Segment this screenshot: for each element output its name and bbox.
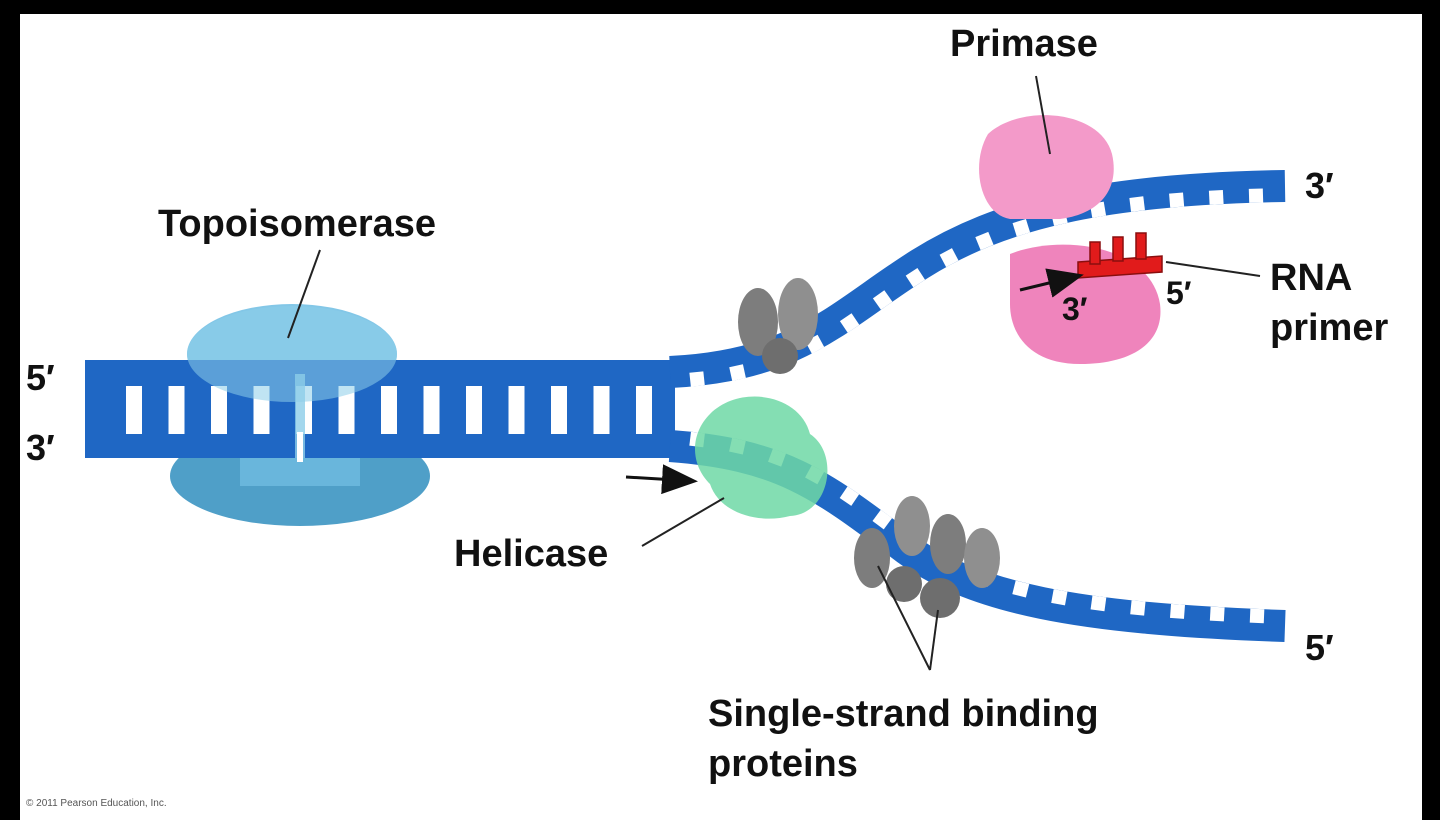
ssb-label-line1: Single-strand binding [708, 693, 1099, 735]
base-pair-rung [168, 386, 185, 434]
ssb-proteins-top [738, 278, 818, 374]
topoisomerase-label: Topoisomerase [158, 203, 436, 245]
topoisomerase-leader [287, 249, 321, 339]
ssb-proteins-bottom [854, 496, 1000, 618]
helicase-leader [641, 497, 725, 547]
base-pair-rung [551, 386, 567, 434]
helicase-label: Helicase [454, 533, 608, 575]
single-strand-rung [1012, 218, 1031, 237]
ssb-label-line2: proteins [708, 743, 858, 785]
single-strand-rung [1169, 192, 1185, 208]
left-top-end-label: 5′ [26, 357, 55, 398]
left-bottom-end-label: 3′ [26, 427, 55, 468]
single-strand-rung [939, 248, 959, 268]
base-pair-rung [636, 386, 652, 434]
base-pair-rung [466, 386, 482, 434]
single-strand-rung [729, 364, 746, 381]
right-top-end-label: 3′ [1305, 165, 1334, 206]
single-strand-rung [1129, 196, 1145, 212]
single-strand-rung [1090, 595, 1107, 612]
single-strand-rung [1208, 189, 1224, 205]
single-strand-rung [975, 231, 994, 251]
single-strand-rung [872, 290, 893, 310]
base-pair-rung [381, 386, 397, 434]
primer-5-end-label: 5′ [1166, 275, 1192, 311]
base-pair-rung [126, 386, 142, 434]
helicase-protein [695, 396, 828, 519]
copyright-notice: © 2011 Pearson Education, Inc. [26, 798, 167, 809]
single-strand-rung [1130, 600, 1146, 616]
topoisomerase-front [187, 306, 397, 462]
primase-leader [1035, 75, 1051, 155]
primer-synthesis-arrow [1019, 268, 1084, 298]
ssb-leader-1 [877, 565, 931, 671]
rna-primer [1077, 232, 1163, 279]
single-strand-rung [839, 313, 860, 333]
base-pair-rung [508, 386, 525, 434]
single-strand-rung [689, 371, 705, 387]
diagram-canvas: Topoisomerase Primase Helicase RNA prime… [20, 14, 1422, 820]
base-pair-rung [338, 386, 355, 434]
single-strand-rung [1249, 608, 1265, 624]
single-strand-rung [1248, 188, 1264, 203]
right-bottom-end-label: 5′ [1305, 627, 1334, 668]
primer-3-end-label: 3′ [1062, 291, 1088, 327]
rna-primer-leader [1165, 261, 1261, 277]
ssb-leader-2 [929, 609, 939, 671]
base-pair-rung [423, 386, 440, 434]
leader-lines [287, 75, 1261, 671]
single-strand-rung [872, 509, 893, 530]
single-strand-rung [1169, 603, 1185, 619]
dna-replication-diagram: Topoisomerase Primase Helicase RNA prime… [26, 23, 1388, 809]
base-pair-rung [211, 386, 227, 434]
rna-primer-label-line1: RNA [1270, 257, 1352, 299]
single-strand-rung [839, 486, 860, 506]
single-strand-rung [1209, 606, 1225, 622]
single-strand-rung [1051, 589, 1068, 606]
primase-label: Primase [950, 23, 1098, 65]
single-strand-rung [905, 267, 926, 288]
bottom-strand-backbone [85, 434, 675, 458]
single-strand-rung [1012, 580, 1030, 598]
helicase-direction-arrow [625, 464, 698, 495]
rna-primer-label-line2: primer [1270, 307, 1388, 349]
base-pair-rung [593, 386, 610, 434]
